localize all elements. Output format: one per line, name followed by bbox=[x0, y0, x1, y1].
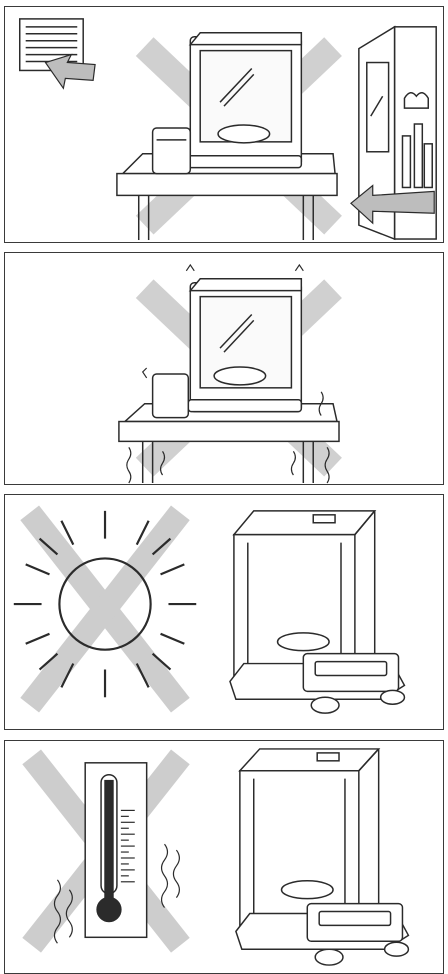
temperature-illustration bbox=[5, 741, 443, 973]
balance-icon bbox=[236, 749, 409, 965]
panel-draft-warning bbox=[4, 6, 444, 243]
thermometer-icon bbox=[85, 763, 146, 937]
balance-icon bbox=[153, 33, 302, 174]
vibration-illustration bbox=[5, 253, 443, 484]
panel-vibration-warning bbox=[4, 252, 444, 485]
balance-icon bbox=[230, 511, 405, 713]
sunlight-illustration bbox=[5, 495, 443, 729]
panel-sunlight-warning bbox=[4, 494, 444, 730]
panel-temperature-warning bbox=[4, 740, 444, 974]
draft-illustration bbox=[5, 7, 443, 242]
